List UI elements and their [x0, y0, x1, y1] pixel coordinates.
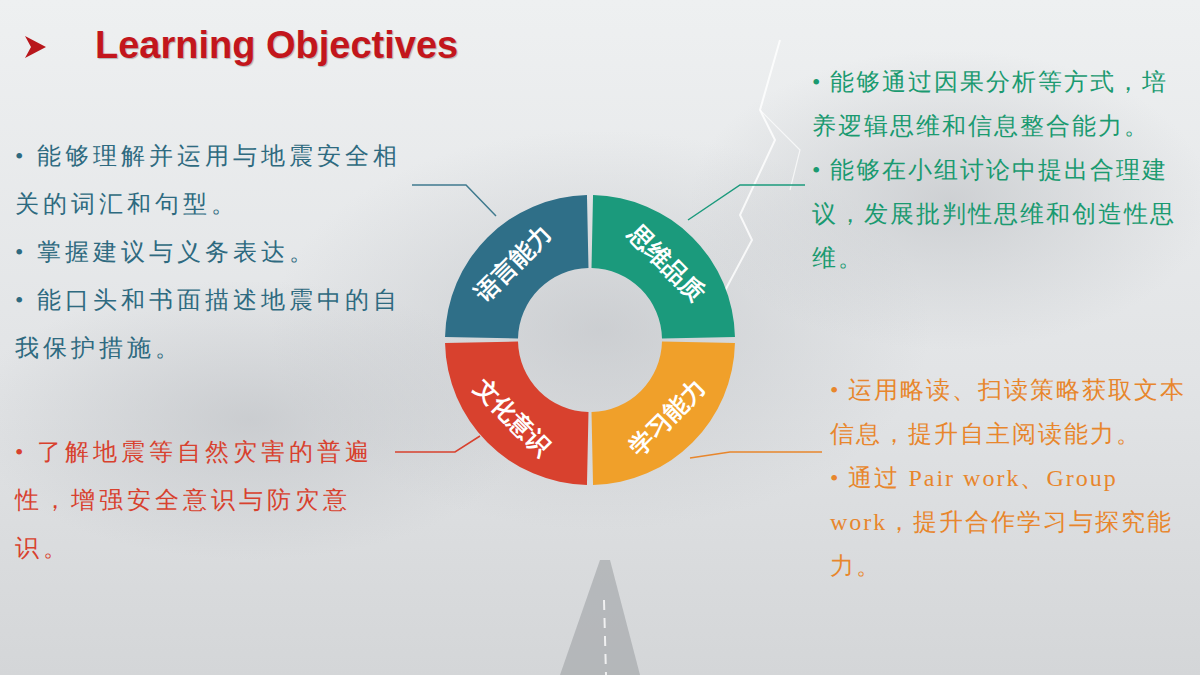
objective-group: • 运用略读、扫读策略获取文本信息，提升自主阅读能力。• 通过 Pair wor… — [830, 368, 1192, 588]
objective-text: • 了解地震等自然灾害的普遍性，增强安全意识与防灾意识。 — [15, 428, 385, 572]
objective-text: • 通过 Pair work、Group work，提升合作学习与探究能力。 — [830, 456, 1192, 588]
objective-text: • 掌握建议与义务表达。 — [15, 228, 410, 276]
leader-line — [688, 185, 805, 220]
puzzle-piece: 语言能力 — [445, 195, 590, 340]
puzzle-piece: 文化意识 — [445, 340, 590, 485]
ring-sector — [592, 342, 735, 485]
ring-sector — [445, 195, 588, 338]
ring-sector — [445, 342, 588, 485]
objective-text: • 能够理解并运用与地震安全相关的词汇和句型。 — [15, 132, 410, 228]
objective-text: • 能口头和书面描述地震中的自我保护措施。 — [15, 276, 410, 372]
lightning — [720, 40, 780, 300]
slide-title: Learning Objectives — [95, 24, 458, 67]
road — [560, 560, 640, 675]
objective-group: • 了解地震等自然灾害的普遍性，增强安全意识与防灾意识。 — [15, 428, 385, 572]
cloud — [690, 50, 1200, 350]
leader-line — [395, 436, 480, 452]
puzzle-piece: 思维品质 — [590, 195, 735, 340]
puzzle-piece: 学习能力 — [590, 340, 735, 485]
leader-line — [690, 452, 822, 458]
title-arrow — [25, 36, 46, 58]
road-mark — [604, 600, 606, 675]
objective-group: • 能够通过因果分析等方式，培养逻辑思维和信息整合能力。• 能够在小组讨论中提出… — [812, 60, 1192, 280]
objective-text: • 能够在小组讨论中提出合理建议，发展批判性思维和创造性思维。 — [812, 148, 1192, 280]
objective-text: • 运用略读、扫读策略获取文本信息，提升自主阅读能力。 — [830, 368, 1192, 456]
leader-line — [412, 185, 496, 216]
objective-text: • 能够通过因果分析等方式，培养逻辑思维和信息整合能力。 — [812, 60, 1192, 148]
ring-sector — [592, 195, 735, 338]
lightning — [760, 110, 800, 190]
objective-group: • 能够理解并运用与地震安全相关的词汇和句型。• 掌握建议与义务表达。• 能口头… — [15, 132, 410, 372]
